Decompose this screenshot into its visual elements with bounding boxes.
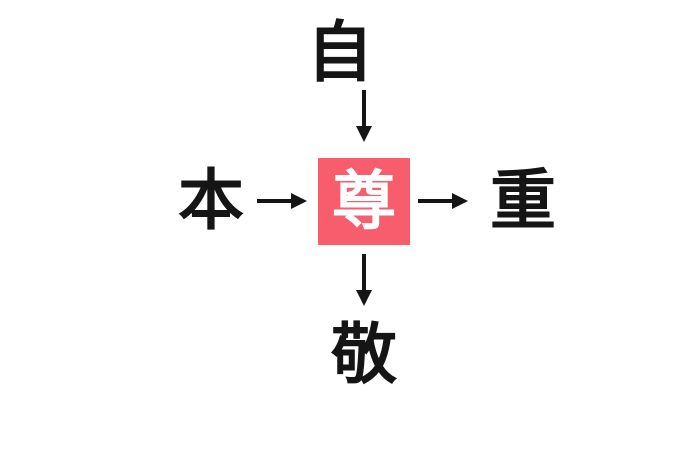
kanji-node-left: 本 <box>178 162 244 239</box>
kanji-answer-tile: 尊 <box>318 158 410 245</box>
arrow-right-right-icon <box>415 181 471 221</box>
arrow-right-left-icon <box>254 181 310 221</box>
kanji-node-bottom: 敬 <box>331 316 397 393</box>
kanji-node-top: 自 <box>307 14 373 91</box>
kanji-node-right: 重 <box>490 162 556 239</box>
arrow-down-top-icon <box>344 88 384 144</box>
arrow-down-bottom-icon <box>344 252 384 308</box>
